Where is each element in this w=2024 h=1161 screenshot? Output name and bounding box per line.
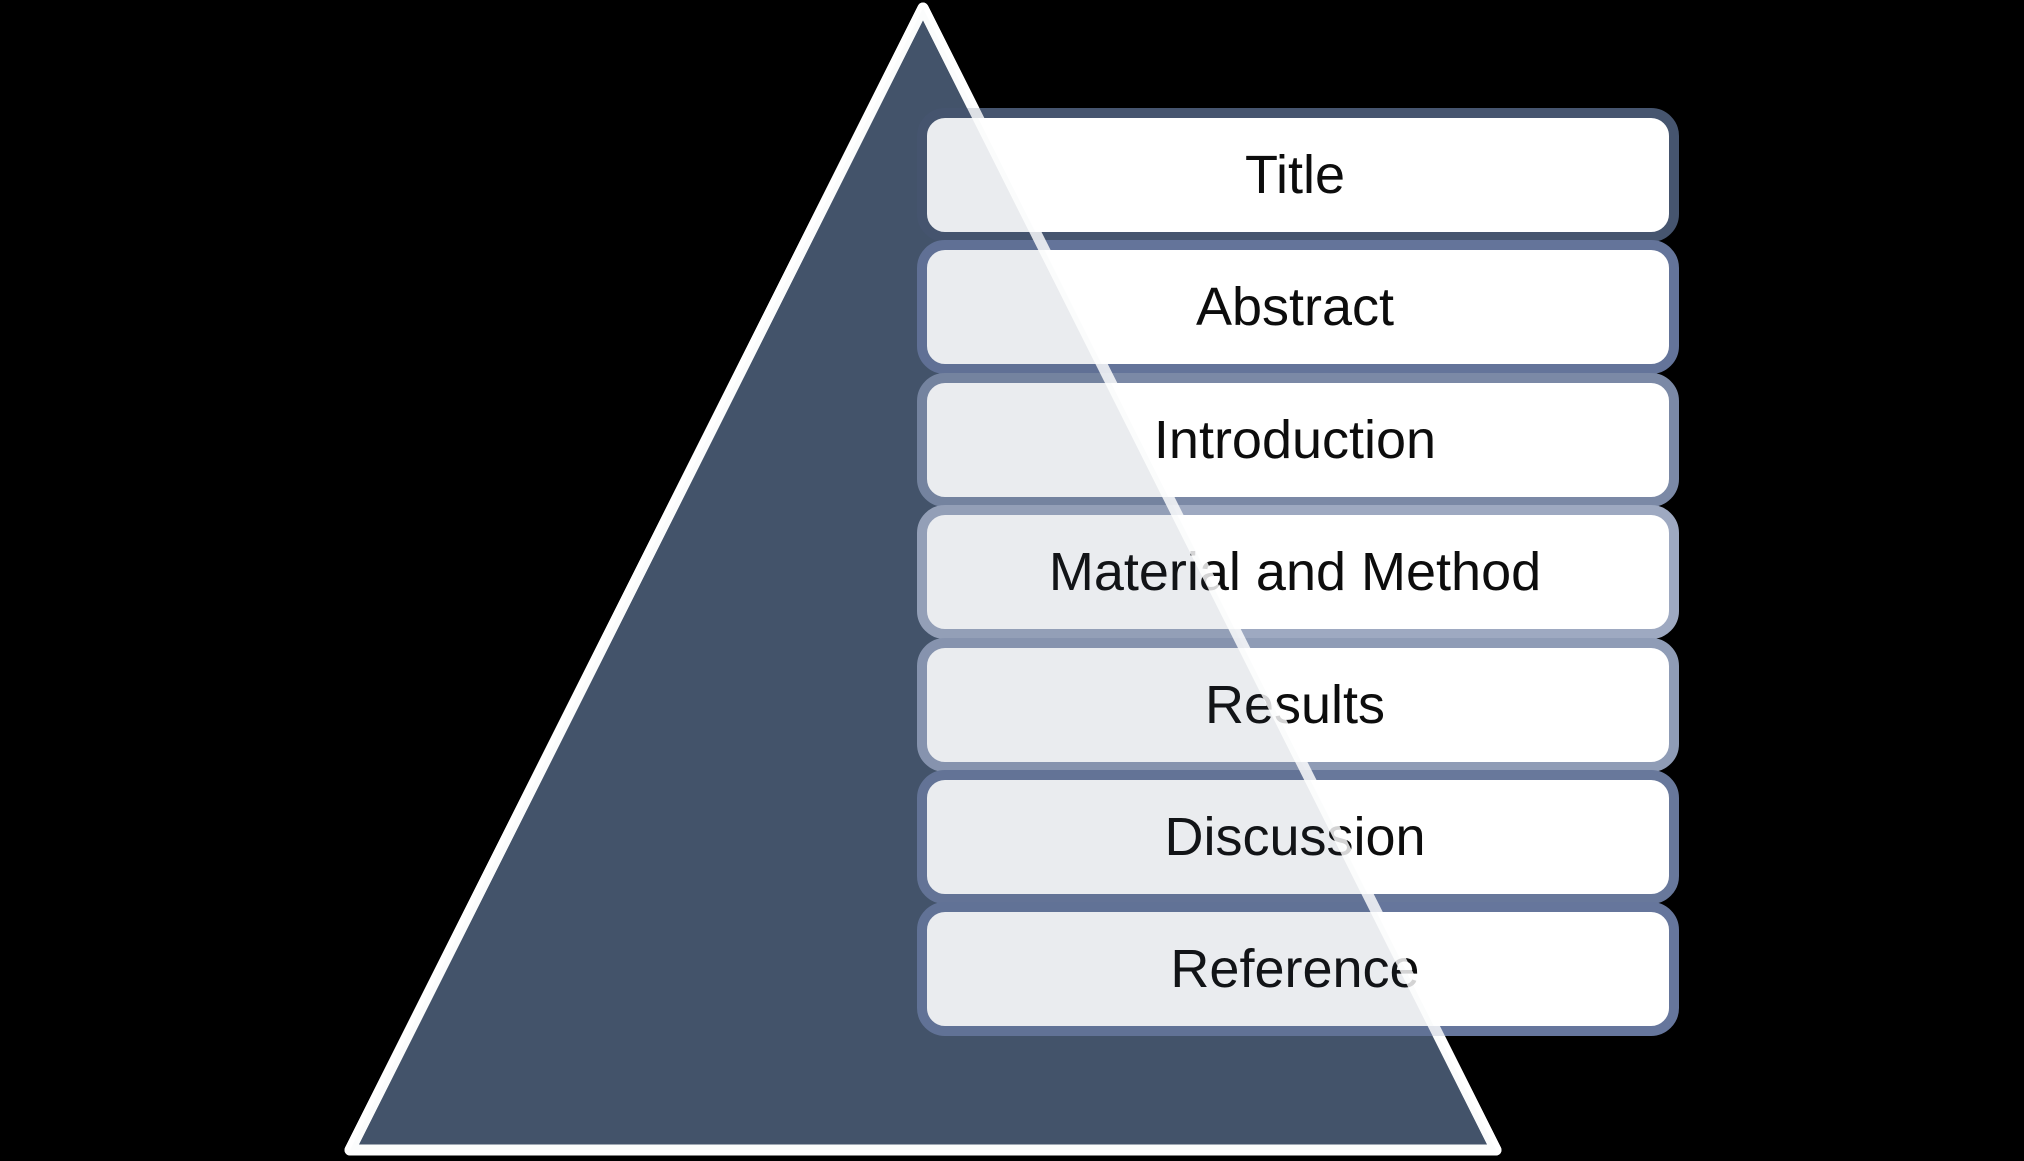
list-item-results: Results bbox=[917, 638, 1679, 772]
list-item-abstract: Abstract bbox=[917, 240, 1679, 374]
item-box bbox=[917, 240, 1679, 374]
item-label: Abstract bbox=[1196, 277, 1394, 337]
list-item-discussion: Discussion bbox=[917, 770, 1679, 904]
list-item-reference: Reference bbox=[917, 902, 1679, 1036]
item-box-highlight bbox=[929, 782, 1667, 892]
item-box-highlight bbox=[929, 252, 1667, 362]
item-box bbox=[917, 770, 1679, 904]
item-label: Results bbox=[1205, 675, 1385, 735]
pyramid-transparency-overlay bbox=[344, 2, 1502, 1156]
item-box bbox=[917, 902, 1679, 1036]
item-label: Title bbox=[1245, 145, 1345, 205]
item-label: Material and Method bbox=[1049, 542, 1541, 602]
list-item-title: Title bbox=[917, 108, 1679, 242]
list-item-material-and-method: Material and Method bbox=[917, 505, 1679, 639]
item-box-highlight bbox=[929, 517, 1667, 627]
item-label: Reference bbox=[1170, 939, 1419, 999]
list-item-introduction: Introduction bbox=[917, 373, 1679, 507]
item-box-highlight bbox=[929, 385, 1667, 495]
item-box-highlight bbox=[929, 120, 1667, 230]
item-box-highlight bbox=[929, 914, 1667, 1024]
item-box bbox=[917, 108, 1679, 242]
item-box bbox=[917, 373, 1679, 507]
item-label: Discussion bbox=[1164, 807, 1425, 867]
item-box bbox=[917, 505, 1679, 639]
item-label: Introduction bbox=[1154, 410, 1436, 470]
